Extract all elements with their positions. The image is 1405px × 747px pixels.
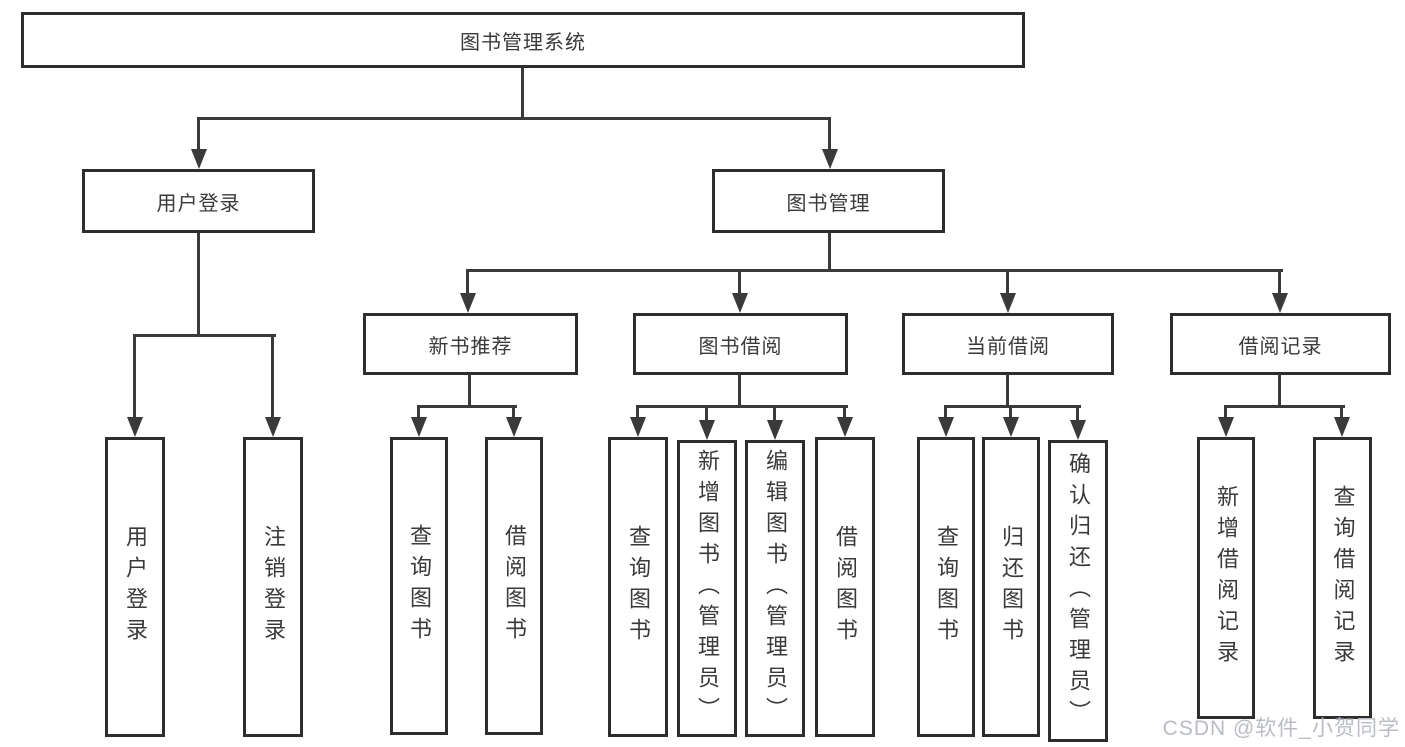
connector-line (197, 233, 200, 337)
arrow-down-icon (822, 149, 838, 169)
connector-line (133, 334, 276, 337)
leaf-add-books-admin: 新增图书（管理员） (677, 440, 737, 737)
connector-line (1340, 405, 1343, 421)
node-book-management: 图书管理 (712, 169, 945, 233)
node-label: 当前借阅 (966, 335, 1050, 358)
leaf-borrow-books: 借阅图书 (815, 437, 875, 737)
leaf-label: 新增借阅记录 (1214, 485, 1239, 671)
node-borrow-records: 借阅记录 (1170, 313, 1391, 375)
connector-line (133, 334, 136, 420)
node-user-login: 用户登录 (82, 169, 315, 233)
arrow-down-icon (1003, 417, 1019, 437)
connector-line (738, 374, 741, 408)
arrow-down-icon (191, 149, 207, 169)
connector-line (773, 405, 776, 421)
connector-line (1076, 405, 1079, 421)
connector-line (1278, 374, 1281, 408)
connector-line (828, 117, 831, 153)
leaf-label: 注销登录 (261, 525, 286, 649)
arrow-down-icon (1218, 417, 1234, 437)
connector-line (636, 405, 848, 408)
connector-line (466, 269, 1283, 272)
arrow-down-icon (265, 417, 281, 437)
connector-line (1006, 269, 1009, 297)
node-label: 图书管理 (786, 192, 871, 215)
connector-line (828, 233, 831, 272)
node-label: 图书借阅 (698, 335, 783, 358)
arrow-down-icon (732, 293, 748, 313)
leaf-query-books-current: 查询图书 (917, 437, 975, 737)
leaf-label: 编辑图书（管理员） (763, 449, 788, 728)
arrow-down-icon (1334, 417, 1350, 437)
arrow-down-icon (699, 420, 715, 440)
leaf-borrow-books-recommend: 借阅图书 (485, 437, 543, 735)
connector-line (468, 374, 471, 408)
leaf-label: 新增图书（管理员） (695, 449, 720, 728)
leaf-edit-books-admin: 编辑图书（管理员） (745, 440, 805, 737)
leaf-query-books-borrow: 查询图书 (608, 437, 668, 737)
arrow-down-icon (630, 417, 646, 437)
node-label: 借阅记录 (1238, 335, 1323, 358)
connector-line (197, 117, 831, 120)
leaf-user-login: 用户登录 (105, 437, 165, 737)
connector-line (512, 405, 515, 421)
arrow-down-icon (411, 417, 427, 437)
leaf-label: 用户登录 (123, 525, 148, 649)
arrow-down-icon (767, 420, 783, 440)
connector-line (1009, 405, 1012, 421)
leaf-label: 借阅图书 (502, 524, 527, 648)
arrow-down-icon (837, 417, 853, 437)
leaf-label: 查询图书 (934, 525, 959, 649)
node-label: 图书管理系统 (460, 31, 586, 54)
leaf-logout: 注销登录 (243, 437, 303, 737)
connector-line (197, 117, 200, 153)
leaf-label: 借阅图书 (833, 525, 858, 649)
arrow-down-icon (1070, 420, 1086, 440)
leaf-add-borrow-record: 新增借阅记录 (1197, 437, 1255, 719)
arrow-down-icon (460, 293, 476, 313)
leaf-label: 确认归还（管理员） (1066, 451, 1091, 731)
leaf-label: 查询图书 (626, 525, 651, 649)
connector-line (1224, 405, 1227, 421)
connector-line (521, 68, 524, 118)
leaf-confirm-return-admin: 确认归还（管理员） (1048, 440, 1108, 742)
node-new-book-recommend: 新书推荐 (363, 313, 578, 375)
connector-line (1224, 405, 1345, 408)
connector-line (417, 405, 517, 408)
leaf-query-books-recommend: 查询图书 (390, 437, 448, 735)
leaf-query-borrow-record: 查询借阅记录 (1313, 437, 1372, 719)
connector-line (705, 405, 708, 421)
leaf-label: 查询图书 (407, 524, 432, 648)
connector-line (1006, 374, 1009, 408)
leaf-label: 查询借阅记录 (1330, 485, 1356, 671)
connector-line (843, 405, 846, 421)
connector-line (944, 405, 1081, 408)
arrow-down-icon (1272, 293, 1288, 313)
connector-line (944, 405, 947, 421)
node-label: 用户登录 (156, 192, 241, 215)
node-current-borrow: 当前借阅 (902, 313, 1114, 375)
arrow-down-icon (1000, 293, 1016, 313)
arrow-down-icon (127, 417, 143, 437)
connector-line (271, 334, 274, 420)
arrow-down-icon (938, 417, 954, 437)
leaf-return-books: 归还图书 (982, 437, 1040, 737)
connector-line (417, 405, 420, 421)
csdn-watermark: CSDN @软件_小贺同学 (1162, 717, 1400, 740)
node-library-management-system: 图书管理系统 (21, 12, 1025, 68)
connector-line (738, 269, 741, 297)
node-book-borrow: 图书借阅 (633, 313, 848, 375)
connector-line (636, 405, 639, 421)
arrow-down-icon (506, 417, 522, 437)
node-label: 新书推荐 (428, 335, 513, 358)
connector-line (466, 269, 469, 297)
connector-line (1278, 269, 1281, 297)
leaf-label: 归还图书 (999, 525, 1024, 649)
